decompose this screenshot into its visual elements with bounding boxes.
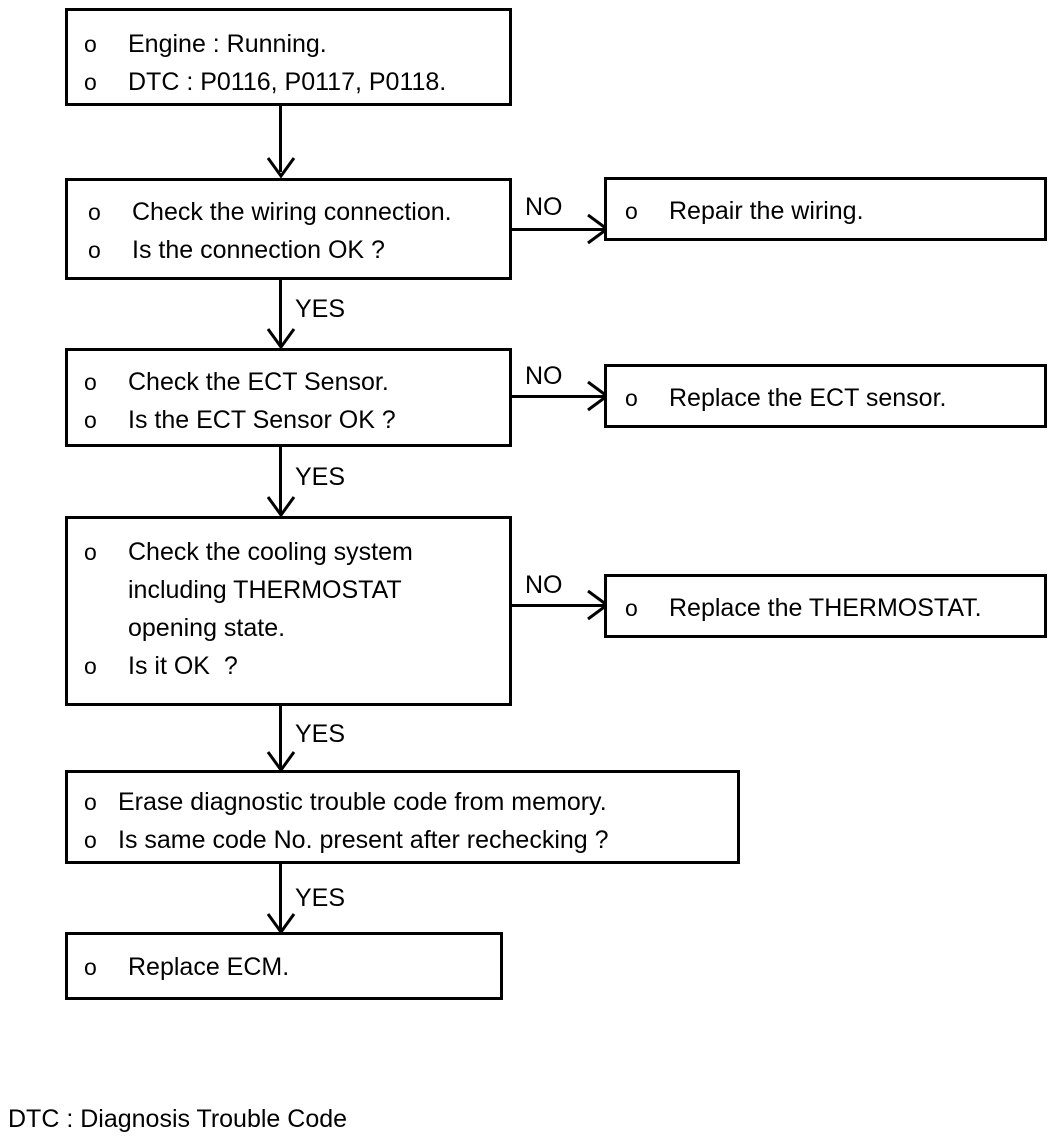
node-check-wiring-line-2-text: Is the connection OK ?: [132, 236, 385, 264]
bullet-glyph-icon: o: [84, 31, 97, 57]
node-check-ect-sensor-line-1: o Check the ECT Sensor.: [84, 363, 525, 401]
node-check-wiring-line-1: o Check the wiring connection.: [88, 193, 529, 231]
node-replace-ecm[interactable]: o Replace ECM.: [65, 932, 503, 1000]
arrowhead-down-icon: [266, 751, 296, 772]
node-replace-thermostat-content: o Replace the THERMOSTAT.: [607, 577, 1056, 647]
connector-check-wiring-yes: [279, 280, 282, 346]
arrowhead-down-icon: [266, 913, 296, 934]
node-check-cooling-system-line-1-text: Check the cooling system: [128, 538, 413, 566]
node-replace-ecm-content: o Replace ECM.: [68, 935, 516, 1010]
bullet-glyph-icon: o: [88, 199, 101, 225]
connector-check-wiring-no: [512, 228, 612, 231]
connector-check-ect-sensor-no: [512, 395, 612, 398]
node-check-ect-sensor-content: o Check the ECT Sensor. o Is the ECT Sen…: [68, 351, 525, 456]
node-check-cooling-system-line-4: o Is it OK ?: [84, 647, 525, 685]
arrowhead-down-icon: [266, 157, 296, 178]
node-check-wiring-line-1-text: Check the wiring connection.: [132, 198, 452, 226]
bullet-glyph-icon: o: [84, 827, 97, 853]
bullet-glyph-icon: o: [625, 385, 638, 411]
node-repair-wiring[interactable]: o Repair the wiring.: [604, 177, 1047, 241]
node-check-ect-sensor-line-2-text: Is the ECT Sensor OK ?: [128, 406, 396, 434]
node-check-cooling-system-line-2: including THERMOSTAT: [84, 571, 525, 609]
node-start-line-1-text: Engine : Running.: [128, 30, 327, 58]
node-check-ect-sensor[interactable]: o Check the ECT Sensor. o Is the ECT Sen…: [65, 348, 512, 447]
node-erase-dtc-line-1: o Erase diagnostic trouble code from mem…: [84, 783, 753, 821]
bullet-glyph-icon: o: [84, 954, 97, 980]
node-check-wiring-content: o Check the wiring connection. o Is the …: [68, 181, 529, 289]
node-repair-wiring-line-1-text: Repair the wiring.: [669, 197, 864, 225]
node-check-cooling-system-line-2-text: including THERMOSTAT: [128, 576, 402, 604]
bullet-glyph-icon: o: [84, 69, 97, 95]
node-check-cooling-system-content: o Check the cooling system including THE…: [68, 519, 525, 717]
node-check-cooling-system-line-4-text: Is it OK ?: [128, 652, 238, 680]
node-check-cooling-system-line-3: opening state.: [84, 609, 525, 647]
node-replace-ect-sensor-line-1: o Replace the ECT sensor.: [625, 379, 1056, 417]
node-start-line-2: o DTC : P0116, P0117, P0118.: [84, 63, 525, 101]
connector-check-ect-sensor-yes: [279, 447, 282, 513]
edge-label-no-3: NO: [525, 571, 563, 599]
node-erase-dtc-line-1-text: Erase diagnostic trouble code from memor…: [118, 788, 607, 816]
bullet-glyph-icon: o: [84, 653, 97, 679]
node-replace-ecm-line-1-text: Replace ECM.: [128, 953, 290, 981]
edge-label-no-1: NO: [525, 193, 563, 221]
node-replace-ect-sensor-content: o Replace the ECT sensor.: [607, 367, 1056, 437]
node-start[interactable]: o Engine : Running. o DTC : P0116, P0117…: [65, 8, 512, 106]
node-check-wiring[interactable]: o Check the wiring connection. o Is the …: [65, 178, 512, 280]
node-replace-thermostat[interactable]: o Replace the THERMOSTAT.: [604, 574, 1047, 638]
arrowhead-down-icon: [266, 328, 296, 349]
node-check-wiring-line-2: o Is the connection OK ?: [88, 231, 529, 269]
node-repair-wiring-line-1: o Repair the wiring.: [625, 192, 1056, 230]
connector-check-cooling-system-yes: [279, 706, 282, 770]
node-replace-ect-sensor-line-1-text: Replace the ECT sensor.: [669, 384, 947, 412]
bullet-glyph-icon: o: [84, 369, 97, 395]
node-check-cooling-system-line-3-text: opening state.: [128, 614, 286, 642]
legend-line-dtc: DTC : Diagnosis Trouble Code: [8, 1105, 348, 1133]
node-check-cooling-system-line-1: o Check the cooling system: [84, 533, 525, 571]
node-replace-ecm-line-1: o Replace ECM.: [84, 948, 516, 986]
bullet-glyph-icon: o: [625, 198, 638, 224]
node-start-content: o Engine : Running. o DTC : P0116, P0117…: [68, 11, 525, 117]
edge-label-yes-4: YES: [295, 884, 346, 912]
bullet-glyph-icon: o: [84, 407, 97, 433]
edge-label-yes-3: YES: [295, 720, 346, 748]
node-erase-dtc-content: o Erase diagnostic trouble code from mem…: [68, 773, 753, 871]
connector-check-cooling-system-no: [512, 604, 612, 607]
connector-erase-dtc-yes: [279, 864, 282, 932]
arrowhead-down-icon: [266, 496, 296, 517]
node-check-ect-sensor-line-1-text: Check the ECT Sensor.: [128, 368, 389, 396]
node-replace-thermostat-line-1-text: Replace the THERMOSTAT.: [669, 594, 982, 622]
bullet-glyph-icon: o: [88, 237, 101, 263]
bullet-glyph-icon: o: [84, 539, 97, 565]
bullet-glyph-icon: o: [625, 595, 638, 621]
edge-label-no-2: NO: [525, 362, 563, 390]
edge-label-yes-1: YES: [295, 295, 346, 323]
node-erase-dtc-line-2-text: Is same code No. present after recheckin…: [118, 826, 609, 854]
node-erase-dtc-line-2: o Is same code No. present after recheck…: [84, 821, 753, 859]
node-erase-dtc[interactable]: o Erase diagnostic trouble code from mem…: [65, 770, 740, 864]
bullet-glyph-icon: o: [84, 789, 97, 815]
edge-label-yes-2: YES: [295, 463, 346, 491]
node-start-line-2-text: DTC : P0116, P0117, P0118.: [128, 68, 447, 96]
legend: DTC : Diagnosis Trouble Code ECM : Engin…: [8, 1037, 396, 1142]
node-repair-wiring-content: o Repair the wiring.: [607, 180, 1056, 250]
node-replace-thermostat-line-1: o Replace the THERMOSTAT.: [625, 589, 1056, 627]
connector-start-to-check-wiring: [279, 106, 282, 172]
node-replace-ect-sensor[interactable]: o Replace the ECT sensor.: [604, 364, 1047, 428]
node-check-ect-sensor-line-2: o Is the ECT Sensor OK ?: [84, 401, 525, 439]
node-start-line-1: o Engine : Running.: [84, 25, 525, 63]
node-check-cooling-system[interactable]: o Check the cooling system including THE…: [65, 516, 512, 706]
